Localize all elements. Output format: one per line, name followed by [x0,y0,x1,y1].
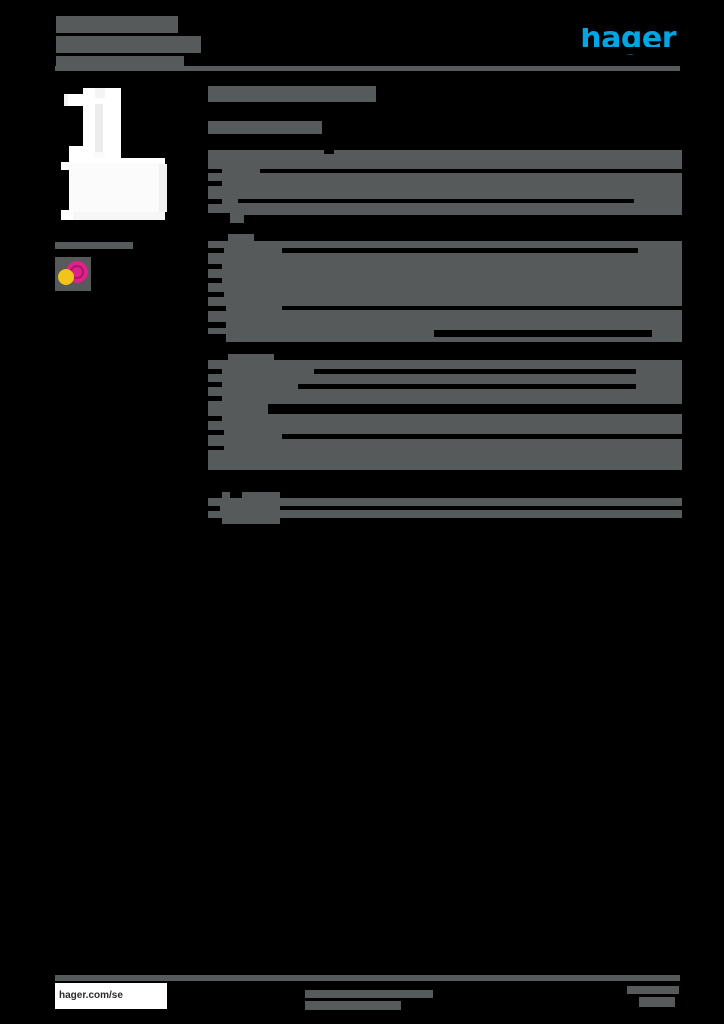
row-gap [244,215,682,223]
section-subheading-text [208,121,322,134]
row-gap [208,518,222,524]
page-header: hager [0,0,724,71]
spec-group-2-band [208,234,682,342]
row-gap [282,306,682,310]
spec-group-4 [208,492,682,524]
certification-icon [55,257,91,291]
spec-group-3 [208,354,682,470]
footer-divider [55,975,680,981]
row-gap [208,169,222,173]
specification-table [208,145,682,524]
spec-group-2 [208,234,682,342]
section-subheading [208,121,682,134]
row-gap [208,278,222,283]
section-heading-text [208,86,376,102]
row-gap [280,506,682,510]
product-caption-line [55,242,133,249]
spec-group-3-band [208,354,682,470]
row-gap [238,199,634,203]
row-gap [208,396,222,401]
row-gap [434,330,652,337]
row-gap [298,384,636,389]
row-gap [208,213,230,223]
row-gap [208,322,226,328]
logo-top-mask [579,20,679,28]
row-gap [274,354,682,360]
row-gap [324,145,334,154]
row-gap [268,404,682,414]
spec-group-1 [208,145,682,223]
row-gap [208,306,226,311]
certification-icon-glyph [58,261,88,285]
header-divider [55,66,680,71]
row-gap [208,416,222,421]
row-gap [208,334,226,342]
row-gap [208,354,228,360]
footer-center [305,990,433,1010]
product-illustration [61,88,167,220]
row-gap [260,169,682,173]
footer-right [627,986,679,1007]
row-gap [280,518,682,524]
row-gap [208,292,224,297]
product-image [55,86,175,236]
row-gap [254,234,682,241]
row-gap [280,492,682,498]
row-gap [208,199,222,204]
spec-group-1-band [208,145,682,223]
footer-center-line-1 [305,990,433,998]
row-gap [208,492,222,498]
row-gap [314,369,636,374]
row-gap [208,430,224,435]
row-gap [208,234,228,241]
left-column [55,86,185,291]
row-gap [282,248,638,253]
row-gap [420,145,682,150]
section-heading [208,86,682,102]
row-gap [208,369,222,374]
footer-center-line-2 [305,1001,401,1010]
row-gap [208,506,220,511]
row-gap [208,264,222,269]
row-gap [208,248,224,253]
row-gap [282,434,682,439]
product-caption [55,242,185,249]
row-gap [208,446,224,450]
spec-group-4-band [208,492,682,524]
footer-right-line-2 [639,997,675,1007]
footer-url[interactable]: hager.com/se [55,983,167,1009]
row-gap [208,181,222,186]
logo-bottom-mask [579,47,679,54]
main-content [208,86,682,535]
footer-right-line-1 [627,986,679,994]
row-gap [230,492,242,498]
page-title-line-1 [56,16,178,33]
row-gap [208,382,222,387]
page-title-line-2 [56,36,201,53]
